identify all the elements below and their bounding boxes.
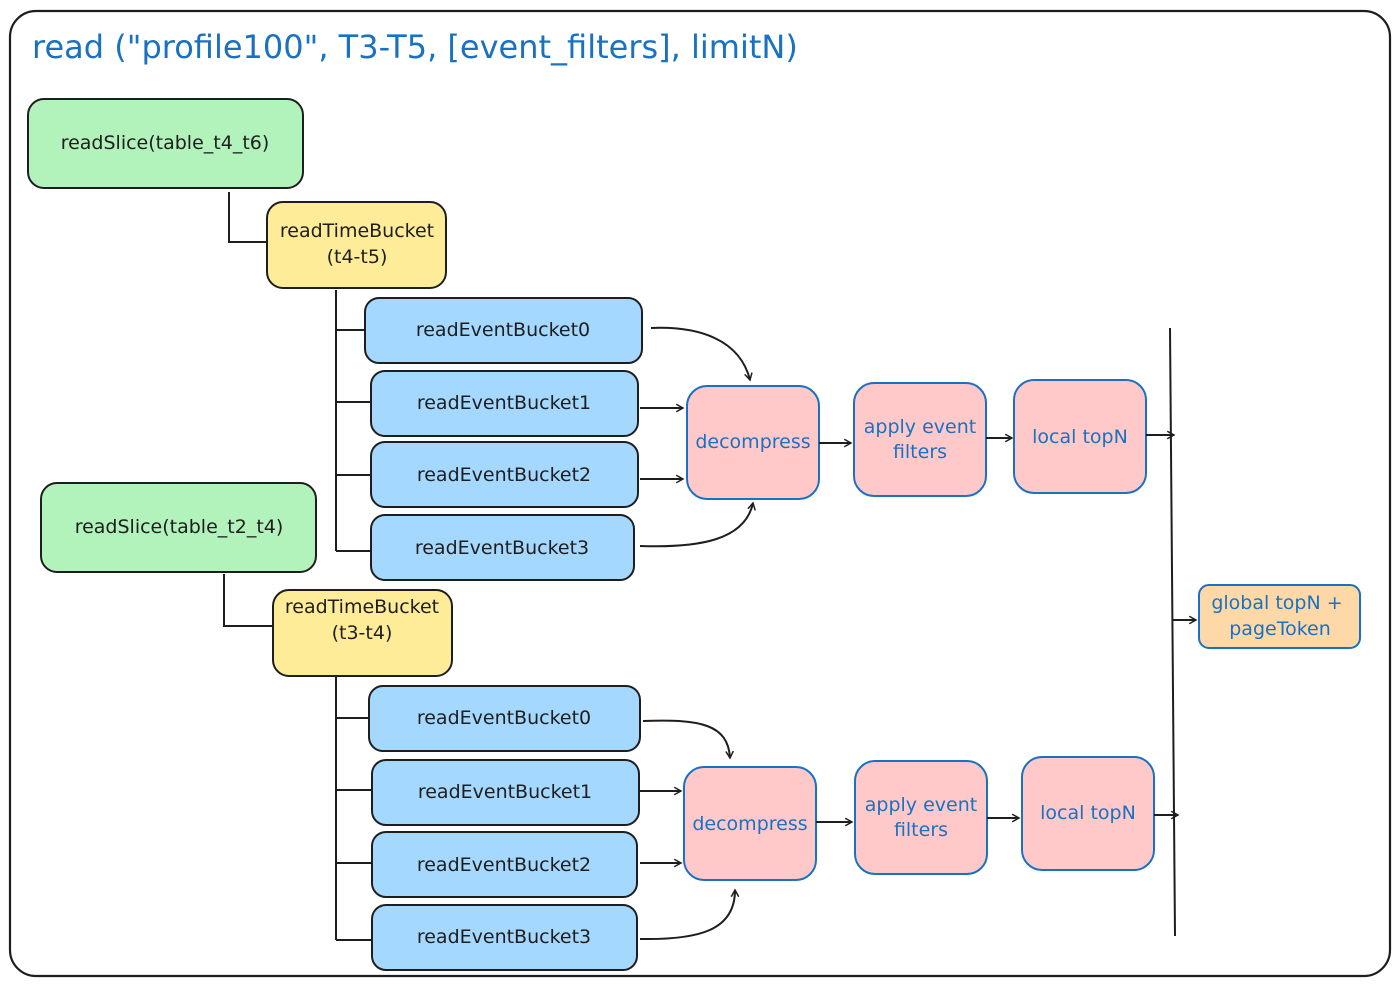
read-time-bucket-box [266, 201, 447, 289]
read-slice-box [27, 98, 304, 189]
outer-frame [8, 9, 1392, 978]
decompress-label: decompress [695, 431, 810, 453]
apply-filters-box [854, 760, 988, 875]
read-event-bucket-label: readEventBucket3 [417, 926, 591, 948]
read-event-bucket-box [370, 441, 639, 508]
arrow [639, 890, 735, 941]
read-event-bucket-label: readEventBucket3 [415, 537, 589, 559]
read-slice-label: readSlice(table_t2_t4) [75, 516, 284, 538]
read-time-bucket-box [272, 589, 453, 677]
apply-filters-label-line2: filters [893, 441, 947, 463]
read-event-bucket-label: readEventBucket1 [418, 781, 592, 803]
arrow [639, 503, 753, 548]
decompress-label: decompress [692, 813, 807, 835]
global-topn-label-line2: pageToken [1229, 618, 1331, 640]
read-event-bucket-box [370, 370, 639, 437]
read-event-bucket-box [371, 904, 638, 971]
merge-bar [1169, 327, 1176, 937]
local-topn-label: local topN [1040, 802, 1136, 824]
read-time-bucket-label-line1: readTimeBucket [285, 596, 439, 618]
read-event-bucket-label: readEventBucket2 [417, 464, 591, 486]
apply-filters-label-line1: apply event [865, 794, 977, 816]
local-topn-label: local topN [1032, 426, 1128, 448]
read-event-bucket-box [371, 831, 638, 898]
read-event-bucket-box [368, 685, 641, 752]
read-event-bucket-label: readEventBucket1 [417, 392, 591, 414]
read-time-bucket-label-line1: readTimeBucket [280, 220, 434, 242]
slice-to-timebucket-connector-top [228, 192, 267, 243]
read-event-bucket-label: readEventBucket2 [417, 854, 591, 876]
read-time-bucket-label-line2: (t4-t5) [327, 246, 388, 268]
read-event-bucket-label: readEventBucket0 [416, 319, 590, 341]
local-topn-box [1021, 756, 1155, 871]
read-event-bucket-box [370, 514, 635, 581]
read-event-bucket-box [364, 297, 643, 364]
apply-filters-label-line1: apply event [864, 416, 976, 438]
diagram-title: read ("profile100", T3-T5, [event_filter… [32, 28, 798, 66]
apply-filters-label-line2: filters [894, 819, 948, 841]
slice-to-timebucket-connector-bottom [223, 574, 273, 627]
global-topn-label-line1: global topN + [1211, 592, 1342, 614]
arrow [642, 719, 730, 758]
read-slice-label: readSlice(table_t4_t6) [61, 132, 270, 154]
global-topn-box [1198, 584, 1361, 649]
read-event-bucket-label: readEventBucket0 [417, 707, 591, 729]
read-time-bucket-label-line2: (t3-t4) [332, 622, 393, 644]
arrow [650, 326, 750, 380]
local-topn-box [1013, 379, 1147, 494]
decompress-box [683, 766, 817, 881]
apply-filters-box [853, 382, 987, 497]
read-event-bucket-box [371, 759, 640, 826]
read-slice-box [40, 482, 317, 573]
